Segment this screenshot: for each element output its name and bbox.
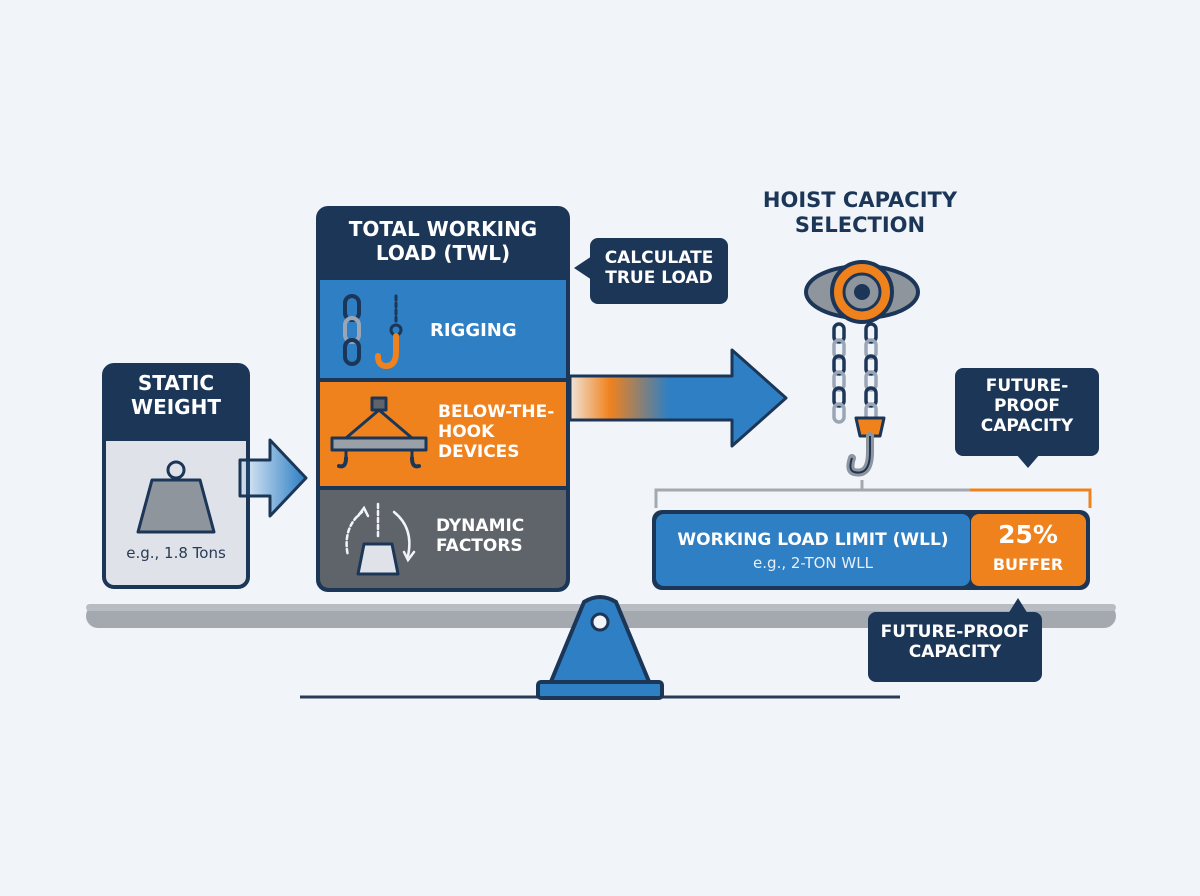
wll-bracket — [654, 480, 1092, 508]
weight-icon — [136, 460, 216, 534]
wll-example: e.g., 2-TON WLL — [753, 554, 873, 572]
twl-row-below-hook: BELOW-THE- HOOK DEVICES — [438, 402, 555, 463]
callout-true-load-shape — [574, 238, 728, 304]
twl-row-rigging: RIGGING — [430, 320, 517, 341]
arrow-to-hoist — [568, 348, 788, 448]
buffer-label: BUFFER — [992, 555, 1064, 574]
twl-title: TOTAL WORKING LOAD (TWL) — [348, 217, 538, 265]
callout-true-load: CALCULATE TRUE LOAD — [604, 248, 714, 289]
callout-future-bottom: FUTURE-PROOF CAPACITY — [880, 622, 1030, 663]
twl-row-dynamic: DYNAMIC FACTORS — [436, 516, 525, 557]
spreader-beam-icon — [330, 396, 428, 469]
callout-future-top: FUTURE- PROOF CAPACITY — [980, 376, 1074, 437]
wll-bar — [652, 510, 1090, 590]
arrow-to-twl — [238, 438, 308, 518]
callout-future-bottom-shape — [868, 598, 1042, 682]
static-weight-title: STATIC WEIGHT — [131, 371, 221, 419]
dynamic-load-icon — [345, 502, 416, 576]
hoist-title: HOIST CAPACITY SELECTION — [762, 188, 958, 237]
chain-hoist-icon — [804, 260, 920, 477]
callout-future-top-shape — [955, 368, 1099, 468]
wll-title: WORKING LOAD LIMIT (WLL) — [677, 530, 949, 550]
buffer-percent: 25% — [998, 520, 1058, 549]
fulcrum-icon — [536, 595, 664, 700]
chain-hook-icon — [343, 294, 403, 370]
static-weight-example: e.g., 1.8 Tons — [126, 544, 226, 562]
